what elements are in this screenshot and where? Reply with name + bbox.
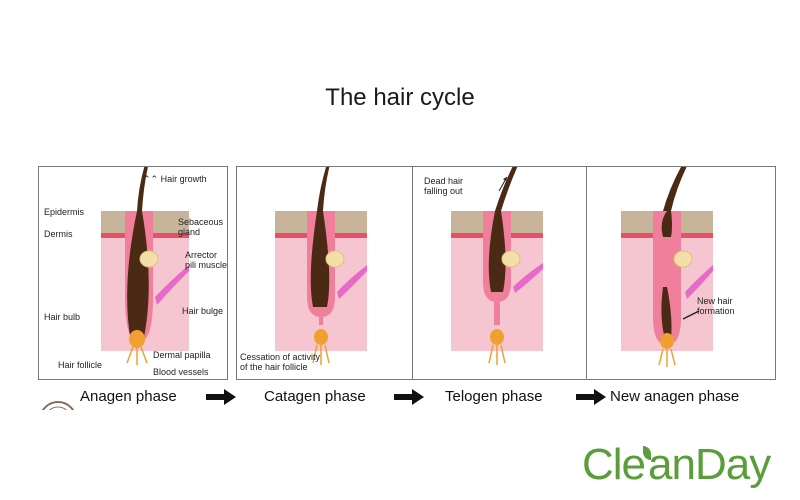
arrector-pili-label: Arrector pili muscle <box>185 250 228 270</box>
cleanday-logo: CleanDay <box>582 440 771 489</box>
hair-growth-label: ⌃⌃ Hair growth <box>143 174 207 184</box>
phase-label-anagen: Anagen phase <box>80 388 177 405</box>
phase-label-catagen: Catagen phase <box>264 388 366 405</box>
up-arrows-icon: ⌃⌃ <box>143 174 161 184</box>
dermis-label: Dermis <box>44 229 73 239</box>
seal-icon <box>41 401 75 410</box>
diagram-title: The hair cycle <box>325 84 475 111</box>
phase-label-telogen: Telogen phase <box>445 388 543 405</box>
cessation-label: Cessation of activity of the hair follic… <box>240 352 321 372</box>
new-anagen-illustration <box>621 167 713 367</box>
arrow-right-icon <box>394 389 424 405</box>
arrow-right-icon <box>576 389 606 405</box>
leaf-icon <box>643 446 652 460</box>
blood-vessels-label: Blood vessels <box>153 367 209 377</box>
anagen-illustration <box>101 167 189 365</box>
dead-hair-label: Dead hair falling out <box>424 176 464 196</box>
dermal-papilla-label: Dermal papilla <box>153 350 211 360</box>
new-hair-label: New hair formation <box>697 296 735 316</box>
anagen-panel <box>38 166 228 380</box>
telogen-panel <box>412 166 602 380</box>
hair-follicle-label: Hair follicle <box>58 360 103 370</box>
telogen-illustration <box>451 167 543 365</box>
phase-label-new-anagen: New anagen phase <box>610 388 740 405</box>
catagen-illustration <box>275 167 367 365</box>
catagen-panel <box>236 166 426 380</box>
epidermis-label: Epidermis <box>44 207 85 217</box>
arrow-right-icon <box>206 389 236 405</box>
hair-bulge-label: Hair bulge <box>182 306 224 316</box>
hair-bulb-label: Hair bulb <box>44 312 81 322</box>
new-anagen-panel <box>586 166 776 380</box>
sebaceous-gland-label: Sebaceous gland <box>178 217 224 237</box>
